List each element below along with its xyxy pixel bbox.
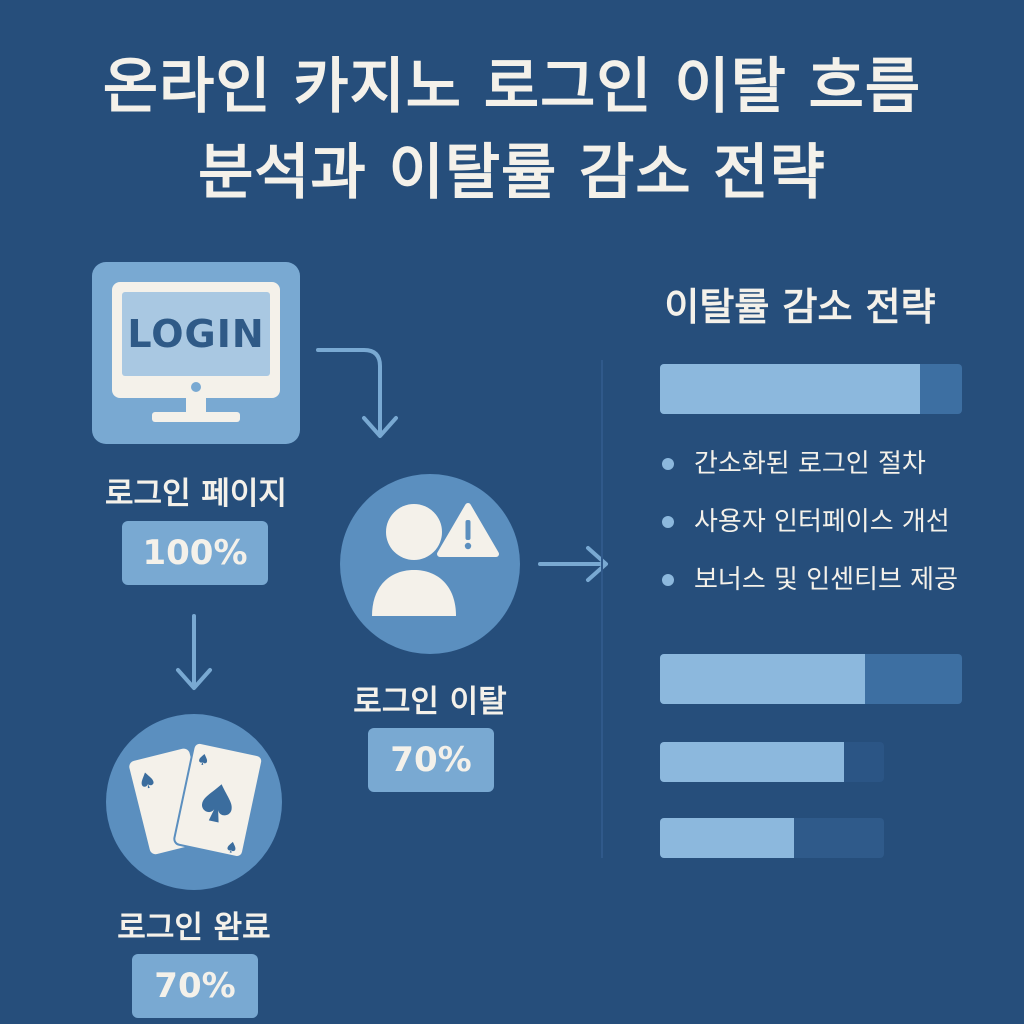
user-warning-icon [372, 503, 499, 616]
page-title-line-2: 분석과 이탈률 감소 전략 [198, 138, 826, 208]
monitor-screen: LOGIN [112, 282, 280, 398]
login-dropout-label: 로그인 이탈 [353, 684, 507, 720]
strategy-item-label: 사용자 인터페이스 개선 [694, 507, 950, 537]
strategy-bar-2-fill [660, 654, 866, 704]
login-dropout-circle [340, 474, 520, 654]
strategy-bar-4-fill [660, 818, 795, 858]
page-title-line-1: 온라인 카지노 로그인 이탈 흐름 [102, 52, 922, 122]
page-title: 온라인 카지노 로그인 이탈 흐름 분석과 이탈률 감소 전략 [0, 44, 1024, 216]
playing-cards-icon [129, 741, 264, 858]
strategy-bar-2 [660, 654, 962, 704]
bullet-dot [662, 516, 674, 528]
arrow-login-to-dropout [316, 348, 398, 438]
monitor-power-dot [191, 382, 201, 392]
arrow-login-to-complete [176, 614, 212, 690]
list-item: 사용자 인터페이스 개선 [660, 502, 958, 560]
login-complete-label: 로그인 완료 [117, 910, 271, 946]
strategy-bar-3 [660, 742, 884, 782]
strategy-item-label: 보너스 및 인센티브 제공 [694, 565, 958, 595]
login-complete-circle [106, 714, 282, 890]
list-item: 간소화된 로그인 절차 [660, 444, 958, 502]
monitor-base [152, 412, 240, 422]
monitor-icon: LOGIN [92, 262, 300, 444]
strategy-bar-3-fill [660, 742, 844, 782]
strategy-title: 이탈률 감소 전략 [664, 285, 936, 329]
login-page-label: 로그인 페이지 [105, 476, 287, 512]
strategy-divider [601, 360, 603, 858]
strategy-bar-4 [660, 818, 884, 858]
login-complete-value-badge: 70% [132, 954, 258, 1018]
monitor-neck [186, 398, 206, 416]
login-page-value-badge: 100% [122, 521, 268, 585]
bullet-dot [662, 574, 674, 586]
monitor-screen-text: LOGIN [122, 292, 270, 376]
strategy-item-label: 간소화된 로그인 절차 [694, 449, 926, 479]
arrow-dropout-to-strategy [538, 546, 608, 582]
bullet-dot [662, 458, 674, 470]
strategy-bar-1 [660, 364, 962, 414]
strategy-list: 간소화된 로그인 절차 사용자 인터페이스 개선 보너스 및 인센티브 제공 [660, 444, 958, 618]
login-dropout-value-badge: 70% [368, 728, 494, 792]
strategy-bar-1-fill [660, 364, 920, 414]
list-item: 보너스 및 인센티브 제공 [660, 560, 958, 618]
